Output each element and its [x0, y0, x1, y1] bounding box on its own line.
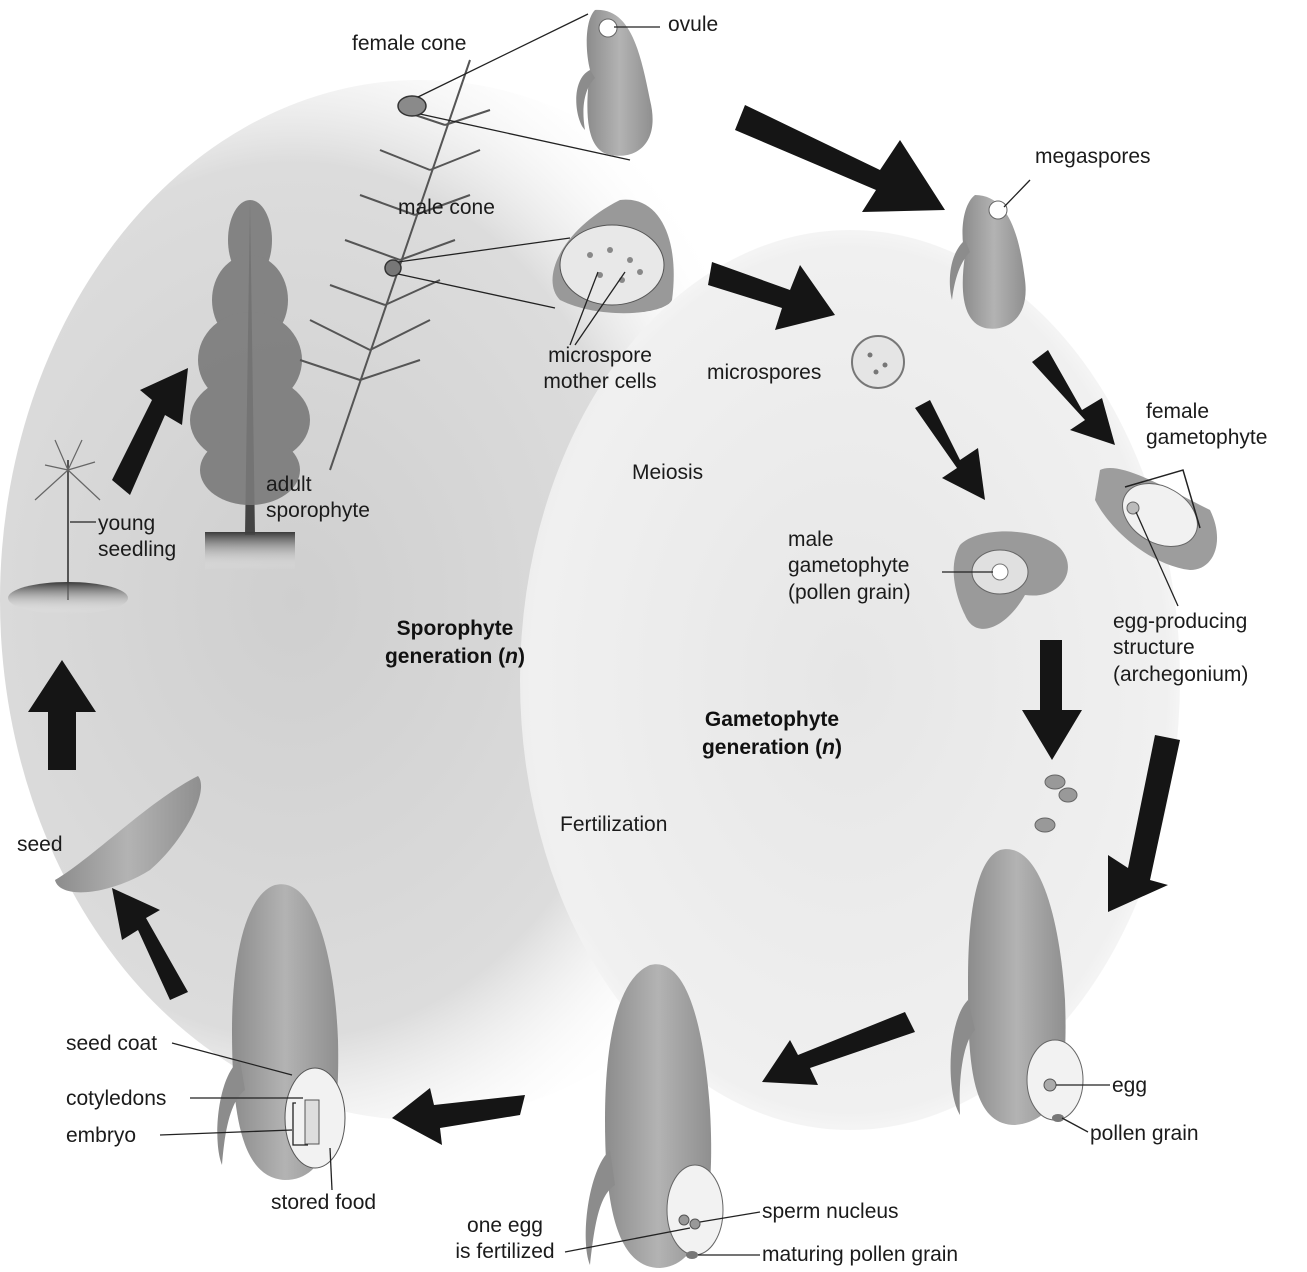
label-fertilization: Fertilization: [560, 812, 667, 838]
label-megaspores: megaspores: [1035, 144, 1151, 170]
label-meiosis: Meiosis: [632, 460, 703, 486]
label-sperm-nucleus: sperm nucleus: [762, 1199, 899, 1225]
label-one-egg-fertilized: one egg is fertilized: [440, 1213, 570, 1266]
label-archegonium: egg-producing structure (archegonium): [1113, 609, 1248, 688]
label-microspores: microspores: [707, 360, 821, 386]
label-sporophyte-generation: Sporophyte generation (n): [355, 615, 555, 672]
label-pollen-grain: pollen grain: [1090, 1121, 1199, 1147]
label-female-cone: female cone: [352, 31, 466, 57]
label-seed: seed: [17, 832, 63, 858]
label-gametophyte-generation: Gametophyte generation (n): [672, 706, 872, 763]
label-seed-coat: seed coat: [66, 1031, 157, 1057]
arrow-ovule-to-megaspores: [735, 105, 945, 212]
label-stored-food: stored food: [271, 1190, 376, 1216]
label-egg: egg: [1112, 1073, 1147, 1099]
label-maturing-pollen-grain: maturing pollen grain: [762, 1242, 958, 1268]
label-male-cone: male cone: [398, 195, 495, 221]
label-adult-sporophyte: adult sporophyte: [266, 472, 370, 525]
label-male-gametophyte: male gametophyte (pollen grain): [788, 527, 911, 606]
label-embryo: embryo: [66, 1123, 136, 1149]
label-ovule: ovule: [668, 12, 718, 38]
label-female-gametophyte: female gametophyte: [1146, 399, 1267, 452]
female-cone: [398, 96, 426, 116]
label-cotyledons: cotyledons: [66, 1086, 166, 1112]
label-young-seedling: young seedling: [98, 511, 176, 564]
label-microspore-mother-cells: microspore mother cells: [530, 343, 670, 396]
microspore-cell: [852, 336, 904, 388]
